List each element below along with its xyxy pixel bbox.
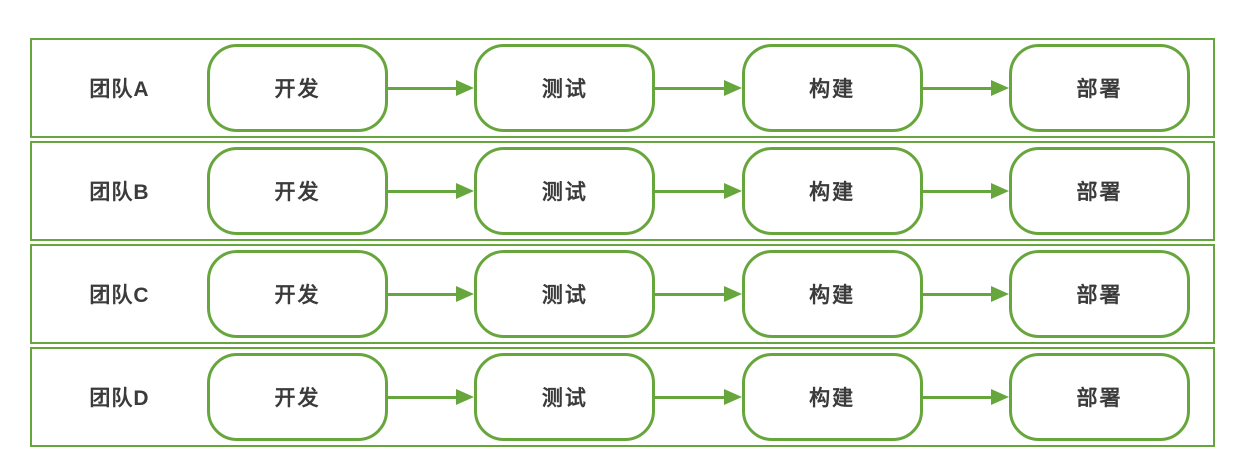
arrow-head-icon: [456, 80, 475, 96]
arrow-head-icon: [990, 183, 1009, 199]
flow-node-build: 构建: [741, 147, 923, 235]
flow-node-dev: 开发: [207, 353, 388, 441]
arrow-line: [388, 292, 457, 296]
swimlane-team-a: 团队A 开发 测试 构建 部署: [30, 38, 1215, 138]
flow-node-deploy: 部署: [1008, 250, 1190, 338]
flow-node-test: 测试: [474, 250, 656, 338]
arrow-head-icon: [723, 286, 742, 302]
connector-arrow: [655, 246, 742, 342]
arrow-line: [388, 189, 457, 193]
swimlane-team-b: 团队B 开发 测试 构建 部署: [30, 141, 1215, 241]
arrow-line: [922, 189, 991, 193]
flow-node-test: 测试: [474, 44, 656, 132]
flow-node-dev: 开发: [207, 250, 388, 338]
arrow-head-icon: [723, 183, 742, 199]
connector-arrow: [922, 40, 1009, 136]
connector-arrow: [922, 349, 1009, 445]
arrow-line: [922, 395, 991, 399]
lane-label: 团队A: [89, 78, 150, 101]
flow-node-test: 测试: [474, 353, 656, 441]
connector-arrow: [922, 143, 1009, 239]
arrow-line: [655, 395, 724, 399]
flow-node-build: 构建: [741, 353, 923, 441]
swimlane-team-d: 团队D 开发 测试 构建 部署: [30, 347, 1215, 447]
arrow-line: [922, 292, 991, 296]
flow-node-deploy: 部署: [1008, 147, 1190, 235]
lane-label: 团队D: [89, 387, 150, 410]
connector-arrow: [655, 40, 742, 136]
arrow-line: [388, 395, 457, 399]
connector-arrow: [655, 349, 742, 445]
flow-node-build: 构建: [741, 250, 923, 338]
swimlane-team-c: 团队C 开发 测试 构建 部署: [30, 244, 1215, 344]
arrow-line: [655, 292, 724, 296]
flow-node-deploy: 部署: [1008, 44, 1190, 132]
arrow-line: [655, 86, 724, 90]
arrow-head-icon: [990, 286, 1009, 302]
arrow-head-icon: [456, 286, 475, 302]
swimlane-diagram: 团队A 开发 测试 构建 部署 团队B 开发: [30, 38, 1215, 450]
connector-arrow: [922, 246, 1009, 342]
arrow-head-icon: [990, 80, 1009, 96]
arrow-head-icon: [723, 80, 742, 96]
arrow-line: [655, 189, 724, 193]
flow-node-build: 构建: [741, 44, 923, 132]
arrow-head-icon: [456, 183, 475, 199]
arrow-head-icon: [723, 389, 742, 405]
lane-label: 团队C: [89, 284, 150, 307]
connector-arrow: [388, 40, 475, 136]
connector-arrow: [655, 143, 742, 239]
arrow-head-icon: [990, 389, 1009, 405]
arrow-line: [388, 86, 457, 90]
arrow-line: [922, 86, 991, 90]
lane-label: 团队B: [89, 181, 150, 204]
flow-node-test: 测试: [474, 147, 656, 235]
connector-arrow: [388, 246, 475, 342]
connector-arrow: [388, 349, 475, 445]
connector-arrow: [388, 143, 475, 239]
flow-node-deploy: 部署: [1008, 353, 1190, 441]
flow-node-dev: 开发: [207, 147, 388, 235]
arrow-head-icon: [456, 389, 475, 405]
flow-node-dev: 开发: [207, 44, 388, 132]
